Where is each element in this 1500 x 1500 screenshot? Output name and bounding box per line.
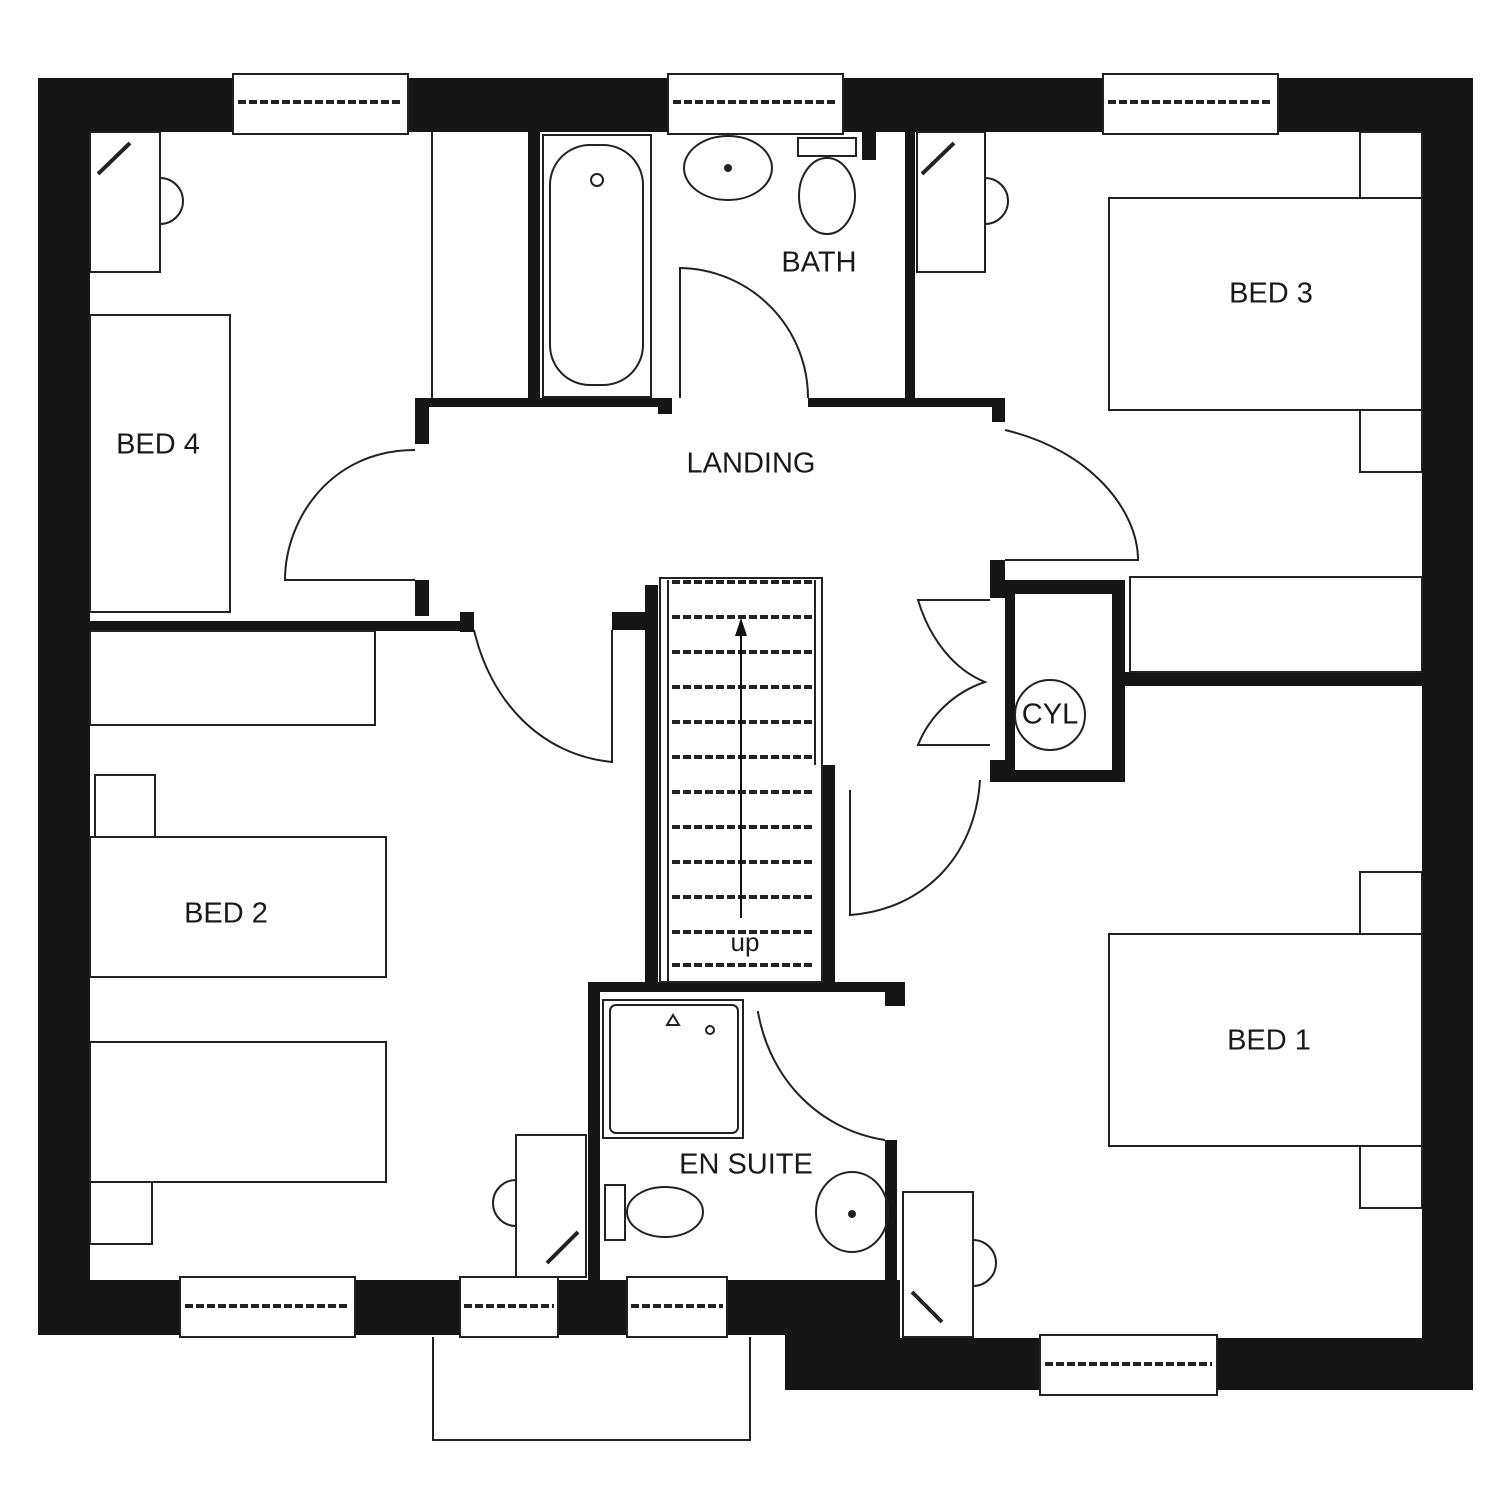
- window-bay-right: [626, 1276, 728, 1338]
- room-label-bed3: BED 3: [1229, 278, 1313, 310]
- room-label-bath: BATH: [781, 247, 856, 279]
- room-label-landing: LANDING: [687, 448, 816, 480]
- windows: [179, 73, 1279, 1441]
- window-bath: [667, 73, 844, 135]
- arrow-head-icon: [735, 618, 747, 636]
- bed2-bed: [89, 836, 387, 978]
- cylinder-circle: [1014, 679, 1086, 751]
- room-label-bed4: BED 4: [116, 429, 200, 461]
- fixtures: [89, 131, 1423, 1338]
- stairs-up-label: up: [731, 927, 760, 957]
- bed4-bed: [89, 314, 231, 613]
- room-label-bed1: BED 1: [1227, 1025, 1311, 1057]
- shower-tray: [609, 1004, 739, 1134]
- bay-outline: [432, 1337, 751, 1441]
- staircase: [659, 577, 823, 983]
- interior-walls: [90, 132, 1422, 1280]
- room-label-cylinder: CYL: [1022, 699, 1078, 731]
- bed1-bed: [1108, 933, 1423, 1147]
- bathtub: [549, 144, 644, 386]
- window-bed2: [179, 1276, 356, 1338]
- ensuite-toilet: [626, 1186, 704, 1238]
- window-bed1: [1039, 1334, 1218, 1396]
- outer-walls: [38, 78, 1473, 1390]
- window-bed3: [1102, 73, 1279, 135]
- room-label-bed2: BED 2: [184, 898, 268, 930]
- bath-toilet: [798, 157, 856, 235]
- ensuite-basin: [815, 1171, 889, 1253]
- room-label-en-suite: EN SUITE: [679, 1149, 813, 1181]
- window-bed4: [232, 73, 409, 135]
- window-bay-left: [459, 1276, 559, 1338]
- bath-basin: [683, 135, 773, 201]
- bed3-bed: [1108, 197, 1423, 411]
